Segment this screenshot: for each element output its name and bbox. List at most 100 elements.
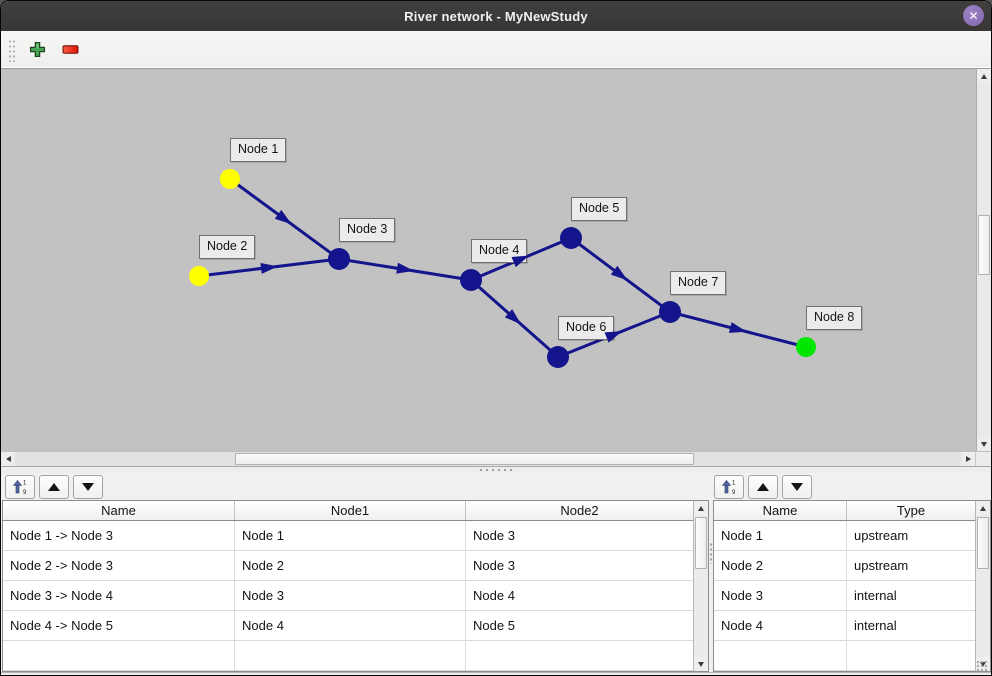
splitter-grip-icon (709, 542, 713, 564)
node-label[interactable]: Node 4 (471, 239, 528, 263)
scroll-left-button[interactable] (1, 452, 15, 466)
svg-text:1: 1 (23, 481, 27, 487)
table-cell: internal (854, 618, 897, 633)
scroll-up-button[interactable] (977, 69, 991, 83)
scrollbar-thumb[interactable] (977, 517, 989, 569)
scrollbar-track[interactable] (15, 452, 961, 466)
table-cell: internal (854, 588, 897, 603)
remove-node-button[interactable] (57, 37, 83, 63)
scrollbar-thumb[interactable] (235, 453, 694, 465)
move-node-down-button[interactable] (782, 475, 812, 499)
column-header-node1[interactable]: Node1 (235, 501, 466, 520)
triangle-up-icon (981, 73, 987, 79)
graph-node-upstream[interactable] (189, 266, 209, 286)
title-bar[interactable]: River network - MyNewStudy ✕ (1, 1, 991, 31)
nodes-table-header: Name Type (714, 501, 975, 521)
nodes-table-scrollbar[interactable] (975, 501, 990, 671)
links-table-scrollbar[interactable] (693, 501, 708, 671)
links-table-header: Name Node1 Node2 (3, 501, 693, 521)
toolbar-drag-handle-icon[interactable] (8, 37, 15, 62)
move-node-up-button[interactable] (748, 475, 778, 499)
triangle-down-icon (698, 661, 704, 667)
canvas-horizontal-scrollbar[interactable] (1, 451, 991, 466)
column-header-name[interactable]: Name (3, 501, 235, 520)
table-cell (235, 641, 466, 670)
column-header-node2[interactable]: Node2 (560, 503, 599, 518)
add-plus-icon (29, 41, 45, 58)
scroll-up-button[interactable] (694, 501, 708, 515)
node-label[interactable]: Node 8 (806, 306, 863, 330)
triangle-up-icon (757, 483, 769, 491)
node-label[interactable]: Node 2 (199, 235, 256, 259)
canvas-vertical-scrollbar[interactable] (976, 69, 991, 451)
scrollbar-thumb[interactable] (978, 215, 990, 275)
horizontal-splitter[interactable] (1, 466, 991, 473)
sort-links-button[interactable]: 1 9 (5, 475, 35, 499)
table-cell: Node 2 -> Node 3 (3, 551, 235, 580)
table-cell: upstream (854, 558, 909, 573)
graph-node-internal[interactable] (560, 227, 582, 249)
scroll-up-button[interactable] (976, 501, 990, 515)
move-link-down-button[interactable] (73, 475, 103, 499)
network-canvas[interactable]: Node 1 Node 2 Node 3 Node 4 Node 5 Node 6 Node… (1, 69, 976, 451)
add-node-button[interactable] (24, 37, 50, 63)
triangle-down-icon (791, 483, 803, 491)
table-cell: Node 1 -> Node 3 (3, 521, 235, 550)
scroll-down-button[interactable] (977, 437, 991, 451)
links-table-toolbar: 1 9 (5, 475, 103, 499)
column-header-type[interactable]: Type (896, 503, 926, 518)
svg-text:9: 9 (23, 490, 27, 495)
table-cell (714, 641, 847, 670)
scrollbar-track[interactable] (976, 515, 990, 657)
scroll-down-button[interactable] (694, 657, 708, 671)
edge-line[interactable] (198, 257, 340, 278)
column-header-name[interactable]: Name (714, 501, 847, 520)
node-label[interactable]: Node 3 (339, 218, 396, 242)
graph-node-internal[interactable] (547, 346, 569, 368)
scrollbar-track[interactable] (694, 515, 708, 657)
graph-node-internal[interactable] (328, 248, 350, 270)
node-label[interactable]: Node 7 (670, 271, 727, 295)
table-cell (466, 641, 693, 670)
sort-nodes-button[interactable]: 1 9 (714, 475, 744, 499)
sort-ascending-icon: 1 9 (721, 480, 736, 495)
window-title: River network - MyNewStudy (404, 8, 588, 24)
graph-node-upstream[interactable] (220, 169, 240, 189)
close-button[interactable]: ✕ (963, 5, 984, 26)
table-row-partial (3, 641, 693, 671)
scrollbar-thumb[interactable] (695, 517, 707, 569)
edge-line[interactable] (470, 278, 559, 359)
graph-node-internal[interactable] (460, 269, 482, 291)
table-cell: upstream (854, 528, 909, 543)
table-cell: Node 4 -> Node 5 (3, 611, 235, 640)
graph-node-downstream[interactable] (796, 337, 816, 357)
scroll-right-button[interactable] (961, 452, 975, 466)
resize-grip-icon[interactable] (976, 660, 988, 672)
move-link-up-button[interactable] (39, 475, 69, 499)
vertical-splitter[interactable] (709, 500, 713, 672)
table-cell: Node 3 (473, 558, 515, 573)
scrollbar-track[interactable] (977, 83, 991, 437)
table-cell: Node 4 (473, 588, 515, 603)
edge-line[interactable] (570, 236, 671, 314)
node-label[interactable]: Node 6 (558, 316, 615, 340)
graph-node-internal[interactable] (659, 301, 681, 323)
close-icon: ✕ (968, 8, 979, 23)
edge-line[interactable] (669, 310, 807, 349)
triangle-up-icon (980, 505, 986, 511)
edge-line[interactable] (338, 257, 472, 282)
node-label[interactable]: Node 5 (571, 197, 628, 221)
node-label[interactable]: Node 1 (230, 138, 287, 162)
